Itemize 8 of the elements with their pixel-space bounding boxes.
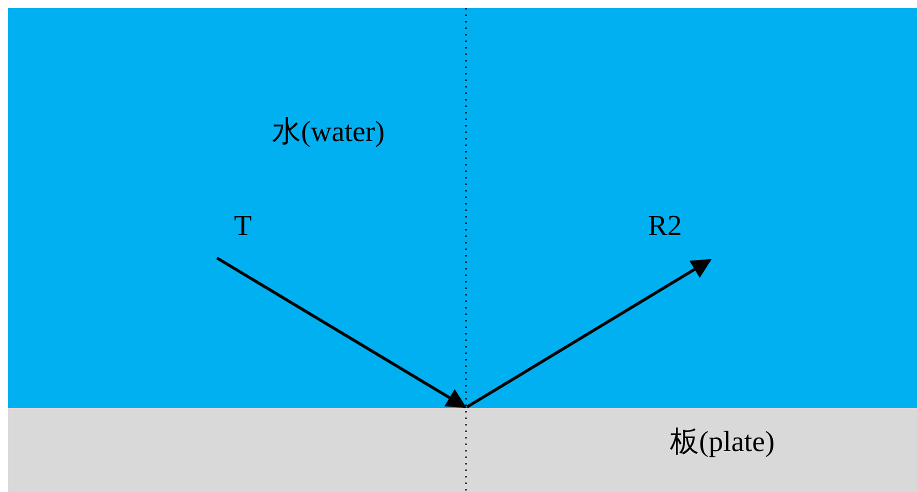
arrow <box>216 256 467 408</box>
plate-region <box>8 408 917 492</box>
edge-label: R2 <box>648 212 682 241</box>
arrow <box>466 258 712 408</box>
region-label: 板(plate) <box>670 428 775 457</box>
region-label: 水(water) <box>272 118 385 147</box>
edge-label: T <box>234 212 252 241</box>
water-region <box>8 8 917 408</box>
